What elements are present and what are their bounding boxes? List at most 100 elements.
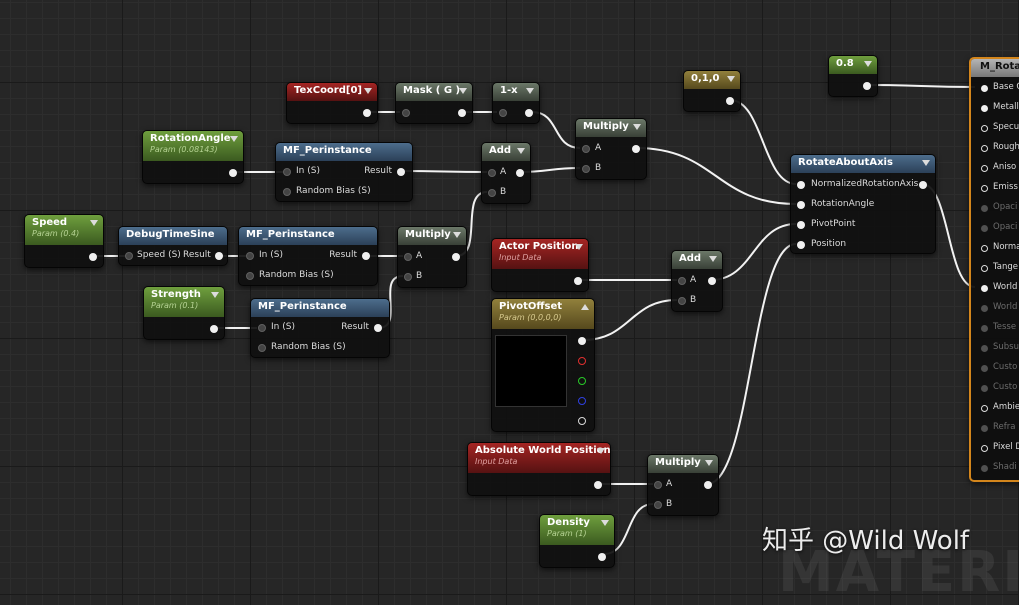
mask-node[interactable]: Mask ( G ) — [395, 82, 473, 124]
speed-param-node[interactable]: Speed Param (0.4) — [24, 214, 104, 268]
input-pin-position[interactable] — [797, 241, 805, 249]
output-pin[interactable] — [516, 169, 524, 177]
output-pin[interactable] — [574, 277, 582, 285]
material-input-pin[interactable] — [981, 205, 988, 212]
output-pin-green[interactable] — [578, 377, 586, 385]
input-pin-a[interactable] — [582, 145, 590, 153]
input-pin-in[interactable] — [246, 252, 254, 260]
output-pin-result[interactable] — [362, 252, 370, 260]
material-input-pin[interactable] — [981, 345, 988, 352]
debug-time-sine-node[interactable]: DebugTimeSine Speed (S) Result — [118, 226, 228, 266]
material-input-pin[interactable] — [981, 425, 988, 432]
material-input-pin[interactable] — [981, 365, 988, 372]
material-input-pin[interactable] — [981, 165, 988, 172]
strength-param-node[interactable]: Strength Param (0.1) — [143, 286, 225, 340]
output-pin[interactable] — [229, 169, 237, 177]
input-pin[interactable] — [499, 109, 507, 117]
output-pin[interactable] — [363, 109, 371, 117]
output-pin[interactable] — [919, 181, 927, 189]
input-pin-a[interactable] — [488, 169, 496, 177]
material-input-pin[interactable] — [981, 305, 988, 312]
output-pin-result[interactable] — [397, 168, 405, 176]
collapse-arrow-icon[interactable] — [709, 256, 717, 262]
mf-perinstance-node-2[interactable]: MF_Perinstance In (S) Random Bias (S) Re… — [238, 226, 378, 286]
material-input-pin[interactable] — [981, 85, 988, 92]
multiply-node-mid[interactable]: Multiply A B — [397, 226, 467, 288]
output-pin[interactable] — [458, 109, 466, 117]
multiply-node-top[interactable]: Multiply A B — [575, 118, 647, 180]
input-pin-pivot-point[interactable] — [797, 221, 805, 229]
constant-scalar-node[interactable]: 0.8 — [828, 55, 878, 97]
collapse-arrow-icon[interactable] — [90, 220, 98, 226]
collapse-arrow-icon[interactable] — [633, 124, 641, 130]
output-pin-red[interactable] — [578, 357, 586, 365]
output-pin[interactable] — [704, 481, 712, 489]
input-pin-b[interactable] — [582, 165, 590, 173]
material-input-pin[interactable] — [981, 385, 988, 392]
material-result-node[interactable]: M_Rotato Base CMetallSpecuRoughAnisoEmis… — [969, 57, 1019, 482]
collapse-arrow-icon[interactable] — [364, 88, 372, 94]
input-pin-random-bias[interactable] — [258, 344, 266, 352]
output-pin[interactable] — [89, 253, 97, 261]
actor-position-node[interactable]: Actor Position Input Data — [491, 238, 589, 292]
input-pin-a[interactable] — [654, 481, 662, 489]
output-pin-blue[interactable] — [578, 397, 586, 405]
input-pin-b[interactable] — [654, 501, 662, 509]
input-pin-random-bias[interactable] — [283, 188, 291, 196]
input-pin-a[interactable] — [678, 277, 686, 285]
input-pin-random-bias[interactable] — [246, 272, 254, 280]
input-pin-speed[interactable] — [125, 252, 133, 260]
output-pin[interactable] — [863, 82, 871, 90]
material-input-pin[interactable] — [981, 325, 988, 332]
output-pin-result[interactable] — [374, 324, 382, 332]
material-input-pin[interactable] — [981, 145, 988, 152]
density-param-node[interactable]: Density Param (1) — [539, 514, 615, 568]
collapse-arrow-icon[interactable] — [459, 88, 467, 94]
input-pin-in[interactable] — [283, 168, 291, 176]
add-node-mid[interactable]: Add A B — [671, 250, 723, 312]
texcoord-node[interactable]: TexCoord[0] — [286, 82, 378, 124]
collapse-arrow-icon[interactable] — [601, 520, 609, 526]
input-pin-b[interactable] — [678, 297, 686, 305]
output-pin[interactable] — [632, 145, 640, 153]
mf-perinstance-node-1[interactable]: MF_Perinstance In (S) Random Bias (S) Re… — [275, 142, 413, 202]
input-pin[interactable] — [402, 109, 410, 117]
collapse-arrow-icon[interactable] — [705, 460, 713, 466]
material-input-pin[interactable] — [981, 285, 988, 292]
material-input-pin[interactable] — [981, 125, 988, 132]
output-pin[interactable] — [452, 253, 460, 261]
material-input-pin[interactable] — [981, 245, 988, 252]
output-pin[interactable] — [210, 325, 218, 333]
material-input-pin[interactable] — [981, 405, 988, 412]
output-pin-alpha[interactable] — [578, 417, 586, 425]
collapse-arrow-icon[interactable] — [453, 232, 461, 238]
add-node-top[interactable]: Add A B — [481, 142, 531, 204]
collapse-arrow-icon[interactable] — [922, 160, 930, 166]
input-pin-rotation-angle[interactable] — [797, 201, 805, 209]
output-pin[interactable] — [708, 277, 716, 285]
collapse-arrow-icon[interactable] — [864, 61, 872, 67]
multiply-node-bottom[interactable]: Multiply A B — [647, 454, 719, 516]
material-input-pin[interactable] — [981, 225, 988, 232]
material-input-pin[interactable] — [981, 105, 988, 112]
rotation-angle-param-node[interactable]: RotationAngle Param (0.08143) — [142, 130, 244, 184]
material-input-pin[interactable] — [981, 185, 988, 192]
output-pin[interactable] — [726, 97, 734, 105]
output-pin[interactable] — [598, 553, 606, 561]
collapse-arrow-icon[interactable] — [727, 76, 735, 82]
input-pin-normalized-rotation-axis[interactable] — [797, 181, 805, 189]
one-minus-node[interactable]: 1-x — [492, 82, 540, 124]
material-input-pin[interactable] — [981, 465, 988, 472]
input-pin-in[interactable] — [258, 324, 266, 332]
material-input-pin[interactable] — [981, 445, 988, 452]
expand-arrow-icon[interactable] — [581, 304, 589, 310]
output-pin-rgb[interactable] — [578, 337, 586, 345]
collapse-arrow-icon[interactable] — [230, 136, 238, 142]
input-pin-b[interactable] — [404, 273, 412, 281]
input-pin-b[interactable] — [488, 189, 496, 197]
pivot-offset-param-node[interactable]: PivotOffset Param (0,0,0,0) — [491, 298, 595, 432]
rotate-about-axis-node[interactable]: RotateAboutAxis NormalizedRotationAxis R… — [790, 154, 936, 254]
output-pin[interactable] — [525, 109, 533, 117]
material-input-pin[interactable] — [981, 265, 988, 272]
absolute-world-position-node[interactable]: Absolute World Position Input Data — [467, 442, 611, 496]
